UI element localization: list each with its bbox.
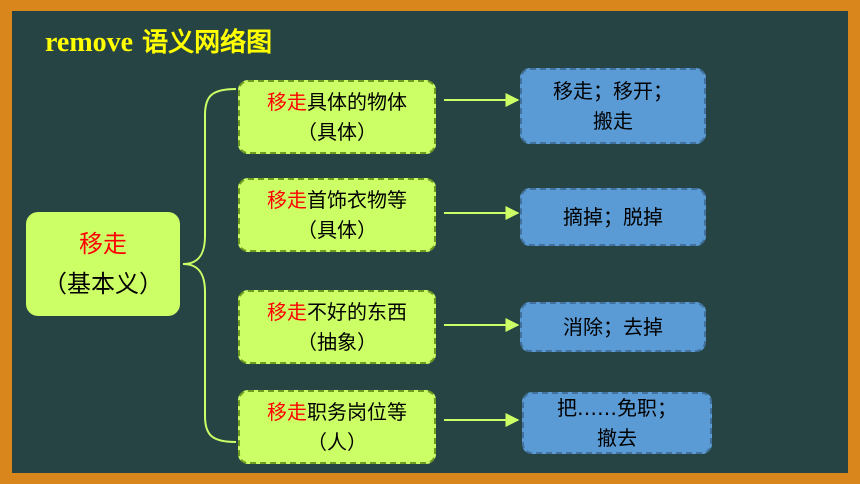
meaning-box-1: 移走；移开； 搬走 [520,68,706,144]
sense-category: （人） [307,430,367,454]
sense-text: 不好的东西 [307,300,407,324]
sense-text: 具体的物体 [307,90,407,114]
sense-category: （具体） [297,218,377,242]
title-chinese: 语义网络图 [142,28,273,58]
core-meaning-box: 移走 （基本义） [26,212,180,316]
meaning-line: 摘掉；脱掉 [563,205,663,229]
core-meaning-label: （基本义） [43,270,163,298]
diagram-title: remove 语义网络图 [45,22,272,59]
meaning-line: 消除；去掉 [563,315,663,339]
sense-text: 首饰衣物等 [307,188,407,212]
meaning-line: 把……免职； [557,396,677,420]
sense-highlight: 移走 [267,300,307,324]
brace-connector [182,88,237,443]
meaning-line: 撤去 [597,426,637,450]
core-meaning: 移走 [79,230,127,258]
meaning-box-3: 消除；去掉 [520,302,706,352]
sense-highlight: 移走 [267,90,307,114]
sense-box-2: 移走首饰衣物等 （具体） [238,178,436,252]
sense-text: 职务岗位等 [307,400,407,424]
meaning-box-4: 把……免职； 撤去 [522,392,712,454]
meaning-box-2: 摘掉；脱掉 [520,188,706,246]
title-english: remove [45,27,134,58]
meaning-line: 搬走 [593,109,633,133]
sense-box-3: 移走不好的东西 （抽象） [238,290,436,364]
sense-highlight: 移走 [267,400,307,424]
sense-category: （具体） [297,120,377,144]
meaning-line: 移走；移开； [553,79,673,103]
sense-box-4: 移走职务岗位等 （人） [238,390,436,464]
sense-box-1: 移走具体的物体 （具体） [238,80,436,154]
sense-highlight: 移走 [267,188,307,212]
sense-category: （抽象） [297,330,377,354]
